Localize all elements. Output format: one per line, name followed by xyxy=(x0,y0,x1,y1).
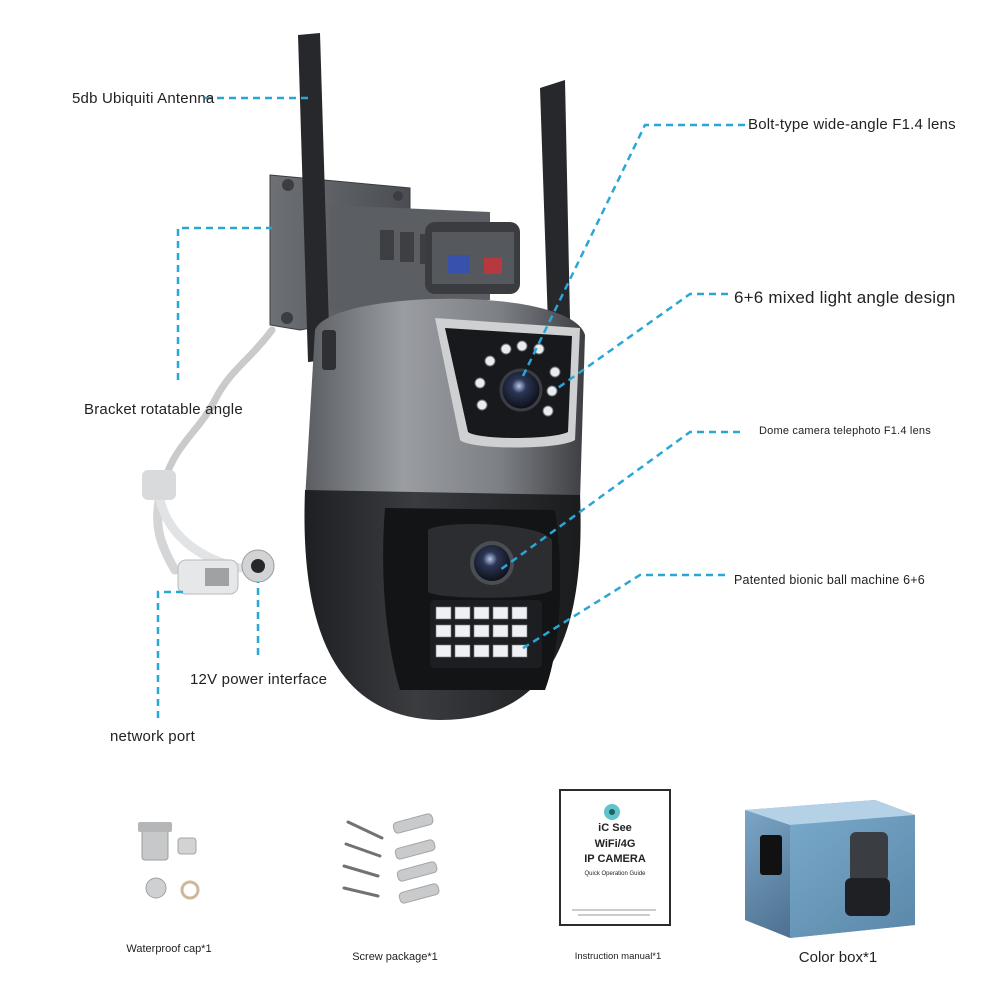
network-connector xyxy=(177,559,239,595)
power-connector xyxy=(241,549,275,583)
antenna-left xyxy=(298,33,330,362)
caption-manual: Instruction manual*1 xyxy=(574,951,662,962)
callout-network: network port xyxy=(110,728,195,745)
caption-color-box: Color box*1 xyxy=(798,949,878,966)
callout-ball-machine: Patented bionic ball machine 6+6 xyxy=(734,573,925,587)
waterproof-cap-illustration xyxy=(138,822,200,900)
camera-dome-body xyxy=(304,490,581,720)
caption-waterproof-cap: Waterproof cap*1 xyxy=(126,943,212,955)
instruction-manual-illustration xyxy=(559,789,671,926)
manual-brand: iC See xyxy=(598,822,632,834)
color-box-illustration xyxy=(745,800,915,938)
bolt-camera-module xyxy=(435,318,580,448)
callout-bracket: Bracket rotatable angle xyxy=(84,401,243,418)
manual-line2: IP CAMERA xyxy=(584,853,646,865)
callout-dome-lens: Dome camera telephoto F1.4 lens xyxy=(759,425,931,437)
callout-bolt-lens: Bolt-type wide-angle F1.4 lens xyxy=(748,116,956,133)
light-dome xyxy=(425,222,520,294)
callout-antenna: 5db Ubiquiti Antenna xyxy=(72,90,215,107)
manual-line1: WiFi/4G xyxy=(594,838,636,850)
cable xyxy=(153,326,276,575)
cable-splitter xyxy=(142,470,176,500)
manual-subtitle: Quick Operation Guide xyxy=(584,871,646,877)
caption-screw-package: Screw package*1 xyxy=(352,951,438,963)
callout-power: 12V power interface xyxy=(190,671,328,688)
callout-light-angle: 6+6 mixed light angle design xyxy=(734,288,956,307)
leader-lines xyxy=(156,96,745,718)
screw-package-illustration xyxy=(342,813,440,904)
antenna-right xyxy=(540,80,570,324)
